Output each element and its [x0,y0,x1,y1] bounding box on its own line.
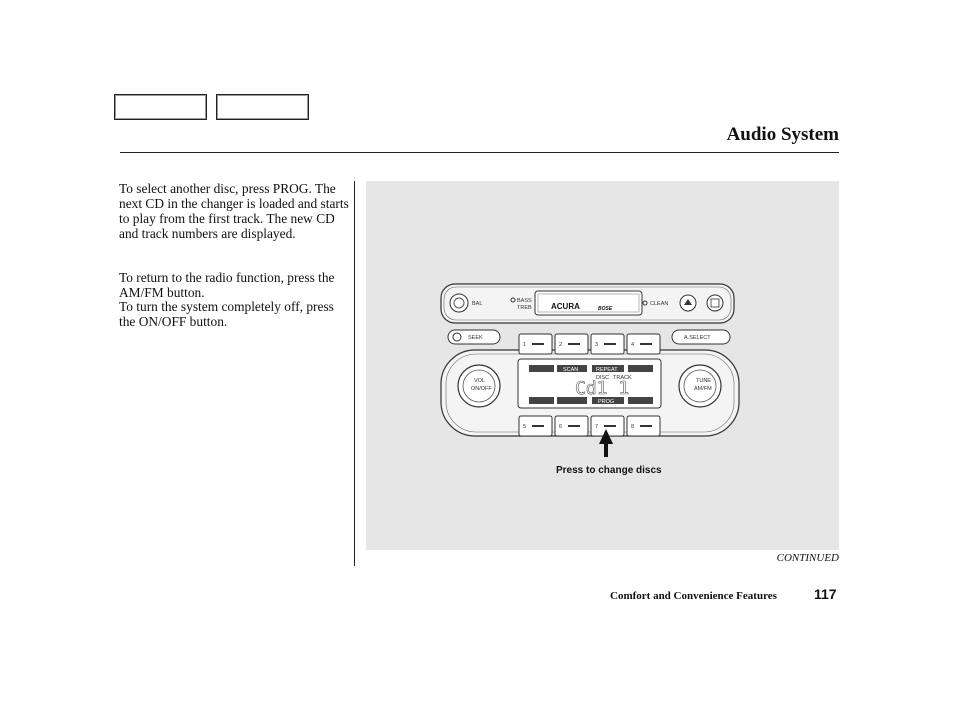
preset-4-label: 4 [631,342,634,348]
repeat-label: REPEAT [596,367,618,373]
tune-label: TUNE [696,378,711,384]
prog-label: PROG [598,399,614,405]
callout-arrow [599,429,613,457]
display-readout: Cd1 1 [575,378,629,399]
dolby-button [706,294,724,312]
preset-2-label: 2 [559,342,562,348]
brand-label: ACURA [551,302,580,311]
page-title: Audio System [726,124,839,145]
preset-7-label: 7 [595,424,598,430]
preset-row-top: 1 2 3 4 [518,333,661,355]
preset-3-label: 3 [595,342,598,348]
preset-row-bottom: 5 6 7 8 [518,415,661,437]
brand2-label: BOSE [598,306,613,312]
preset-6-label: 6 [559,424,562,430]
vol-label: VOL [474,378,485,384]
bal-label: BAL [472,301,482,307]
bal-knob [449,293,469,313]
nav-tab-1[interactable] [114,94,207,120]
aselect-label: A.SELECT [684,335,711,341]
preset-5-label: 5 [523,424,526,430]
disc-label: DISC [596,375,609,381]
amfm-label: AM/FM [694,386,712,392]
scan-label: SCAN [563,367,578,373]
nav-tab-2[interactable] [216,94,309,120]
seek-label: SEEK [468,335,483,341]
continued-label: CONTINUED [776,552,839,564]
paragraph-radio-function: To return to the radio function, press t… [119,270,335,300]
bass-label: BASS [517,298,532,304]
footer-section-title: Comfort and Convenience Features [610,590,777,602]
onoff-label: ON/OFF [471,386,492,392]
track-label: TRACK [613,375,632,381]
cassette-slot [534,290,643,316]
clean-label: CLEAN [650,301,668,307]
page-number: 117 [814,586,837,602]
vol-knob [457,364,501,408]
header-rule [120,152,839,153]
callout-label: Press to change discs [556,465,662,476]
paragraph-select-disc: To select another disc, press PROG. The … [119,181,349,241]
tune-knob [678,364,722,408]
preset-1-label: 1 [523,342,526,348]
paragraph-turn-off: To turn the system completely off, press… [119,299,334,329]
treb-label: TREB [517,305,532,311]
seek-button [447,329,501,345]
aselect-button [671,329,731,345]
column-divider [354,181,355,566]
preset-8-label: 8 [631,424,634,430]
